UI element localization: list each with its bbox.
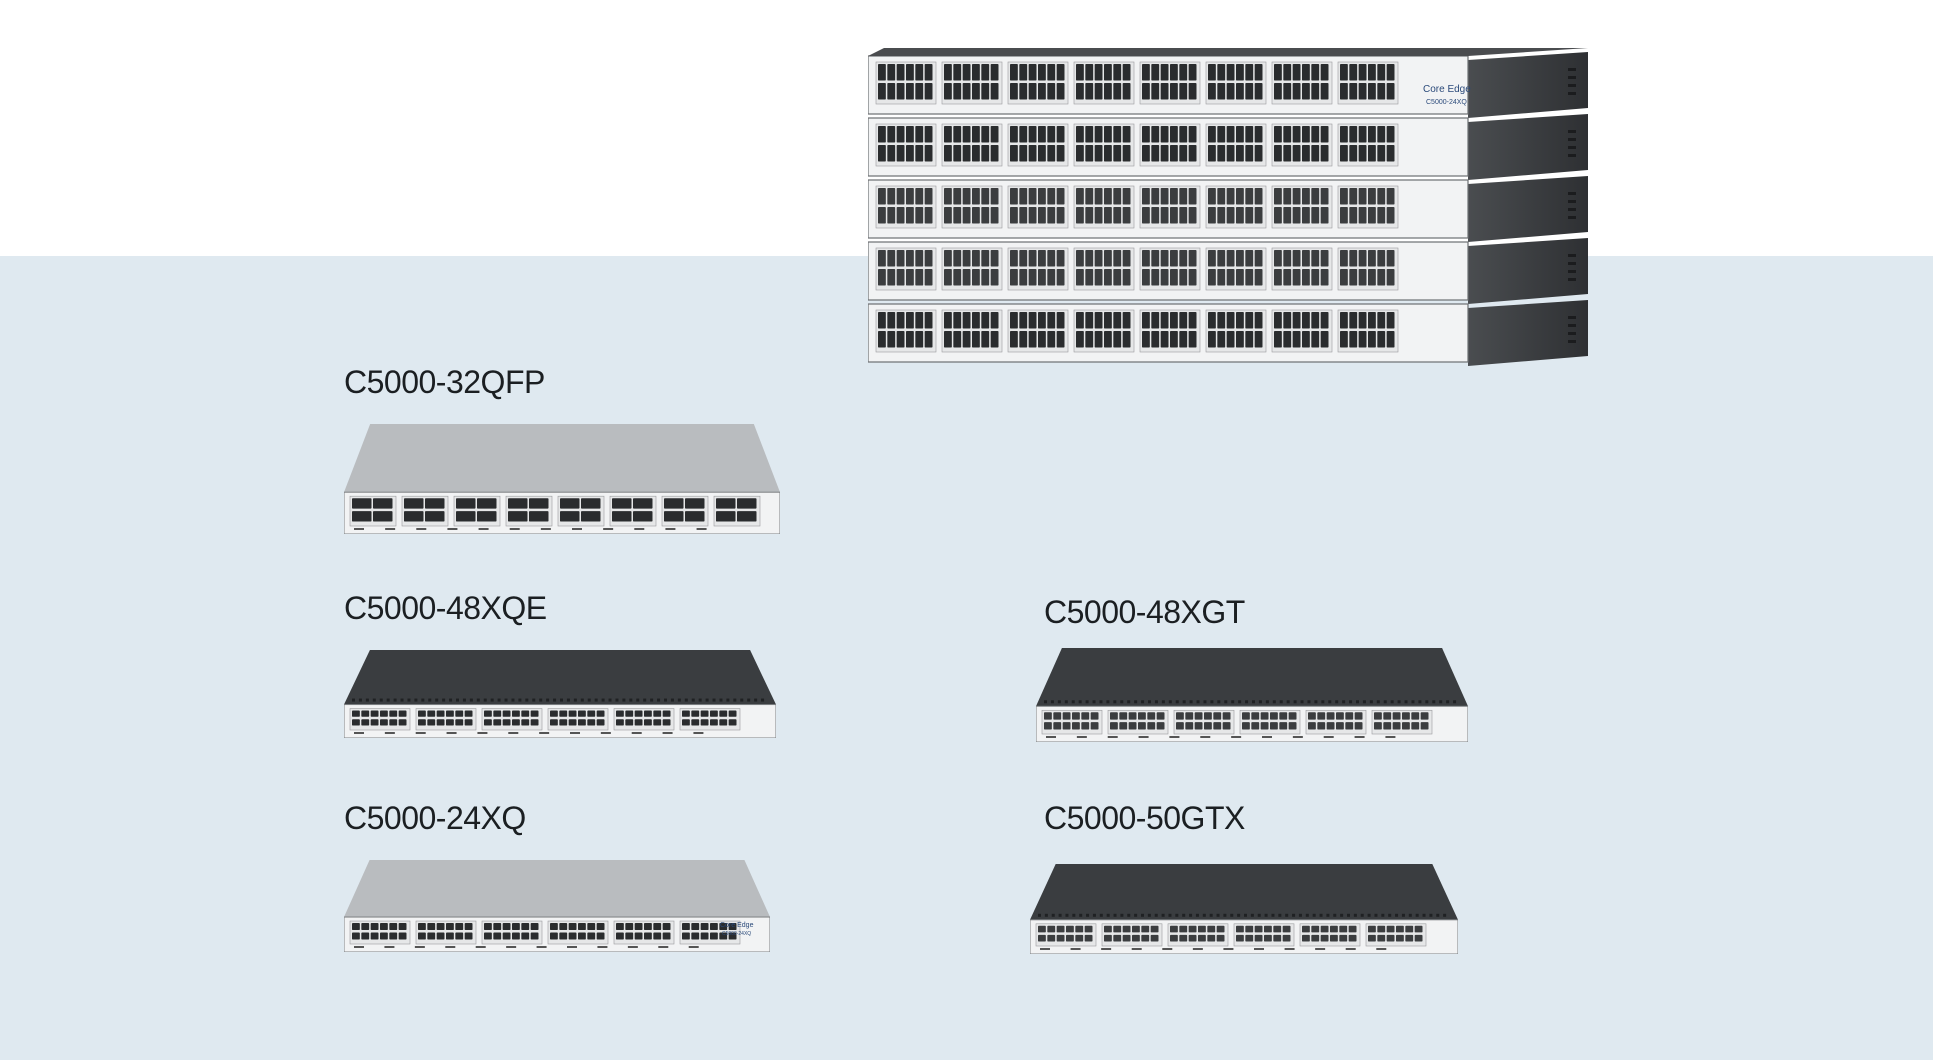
stacked-switches-icon: Core Edge C5000-24XQ bbox=[868, 48, 1588, 366]
model-label-50gtx: C5000-50GTX bbox=[1044, 800, 1245, 836]
switch-brand-text: Core Edge bbox=[720, 922, 754, 929]
model-label-48xgt: C5000-48XGT bbox=[1044, 594, 1245, 630]
switch-image-50gtx bbox=[1030, 864, 1458, 954]
switch-image-32qfp bbox=[344, 424, 780, 534]
model-label-24xq: C5000-24XQ bbox=[344, 800, 526, 836]
model-label-32qfp: C5000-32QFP bbox=[344, 364, 545, 400]
model-label-48xqe: C5000-48XQE bbox=[344, 590, 547, 626]
background-band bbox=[0, 256, 1933, 1060]
stack-brand-text: Core Edge bbox=[1423, 84, 1471, 95]
switch-face-model-text: C5000-24XQ bbox=[722, 931, 751, 937]
switch-stack-image: Core Edge C5000-24XQ bbox=[868, 48, 1628, 408]
switch-image-48xqe bbox=[344, 650, 776, 738]
switch-48xqe-icon bbox=[344, 650, 776, 738]
switch-48xgt-icon bbox=[1036, 648, 1468, 742]
switch-50gtx-icon bbox=[1030, 864, 1458, 954]
stack-model-text: C5000-24XQ bbox=[1426, 99, 1467, 106]
switch-32qfp-icon bbox=[344, 424, 780, 534]
switch-image-48xgt bbox=[1036, 648, 1468, 742]
